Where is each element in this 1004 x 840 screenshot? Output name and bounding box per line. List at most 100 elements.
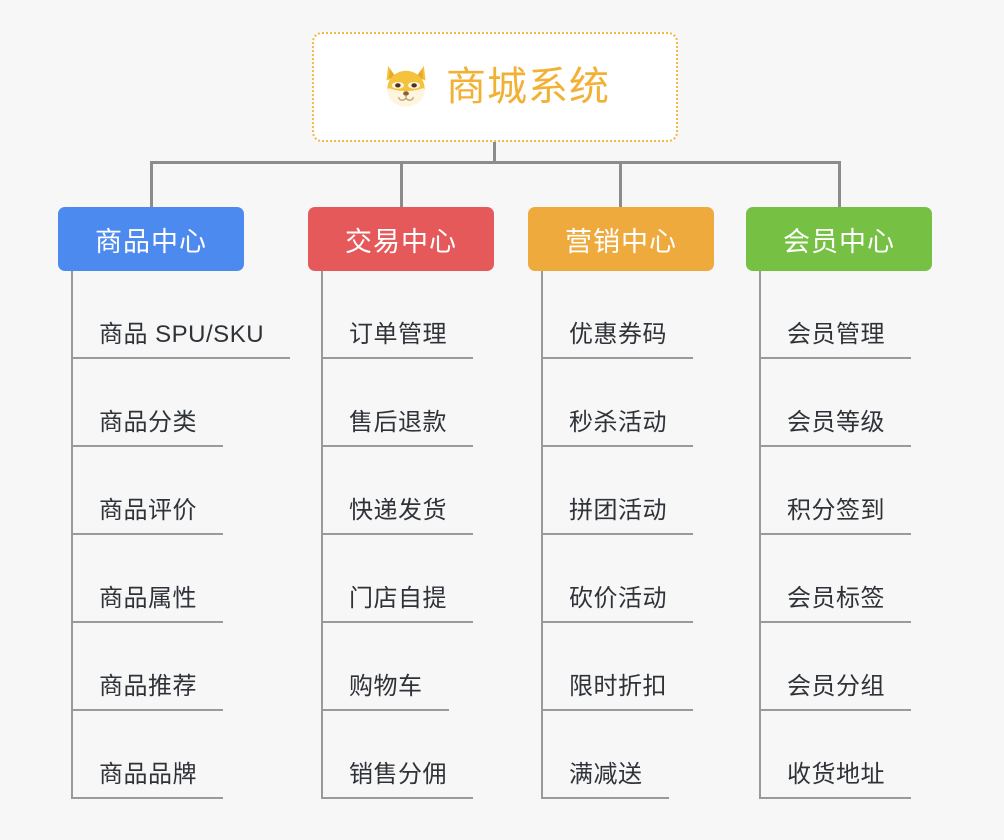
leaf-item[interactable]: 积分签到 bbox=[759, 447, 932, 535]
leaf-item-underline: 售后退款 bbox=[323, 402, 473, 447]
leaf-spine bbox=[759, 271, 761, 799]
leaf-item-label: 商品推荐 bbox=[99, 673, 197, 700]
leaf-item-underline: 门店自提 bbox=[323, 578, 473, 623]
leaf-item-underline: 会员标签 bbox=[761, 578, 911, 623]
leaf-item-label: 收货地址 bbox=[787, 761, 885, 788]
leaf-item[interactable]: 会员管理 bbox=[759, 271, 932, 359]
leaf-item-underline: 满减送 bbox=[543, 754, 669, 799]
leaf-item[interactable]: 商品评价 bbox=[71, 447, 244, 535]
root-title: 商城系统 bbox=[446, 65, 610, 109]
leaf-item-underline: 拼团活动 bbox=[543, 490, 693, 535]
leaf-item[interactable]: 秒杀活动 bbox=[541, 359, 714, 447]
leaf-item-underline: 商品品牌 bbox=[73, 754, 223, 799]
category-label: 商品中心 bbox=[95, 226, 207, 257]
leaf-item[interactable]: 满减送 bbox=[541, 711, 714, 799]
leaf-item[interactable]: 售后退款 bbox=[321, 359, 494, 447]
leaf-list-4: 会员管理会员等级积分签到会员标签会员分组收货地址 bbox=[746, 271, 932, 799]
leaf-item-underline: 销售分佣 bbox=[323, 754, 473, 799]
leaf-item-label: 门店自提 bbox=[349, 585, 447, 612]
category-box-4[interactable]: 会员中心 bbox=[746, 207, 932, 271]
category-box-1[interactable]: 商品中心 bbox=[58, 207, 244, 271]
shiba-dog-face-icon bbox=[386, 65, 426, 109]
leaf-item[interactable]: 优惠券码 bbox=[541, 271, 714, 359]
leaf-item-label: 秒杀活动 bbox=[569, 409, 667, 436]
leaf-item-label: 砍价活动 bbox=[569, 585, 667, 612]
leaf-spine bbox=[321, 271, 323, 799]
category-label: 会员中心 bbox=[783, 226, 895, 257]
connector-drop-3 bbox=[619, 161, 622, 207]
leaf-item[interactable]: 销售分佣 bbox=[321, 711, 494, 799]
leaf-item-label: 快递发货 bbox=[349, 497, 447, 524]
leaf-item-underline: 会员等级 bbox=[761, 402, 911, 447]
leaf-item-underline: 商品 SPU/SKU bbox=[73, 314, 291, 359]
leaf-item-label: 会员标签 bbox=[787, 585, 885, 612]
connector-horizontal-bus bbox=[150, 161, 841, 164]
branch-column-1: 商品中心商品 SPU/SKU 商品分类商品评价商品属性商品推荐商品品牌 bbox=[58, 207, 291, 799]
leaf-item-label: 商品属性 bbox=[99, 585, 197, 612]
leaf-item-label: 优惠券码 bbox=[569, 321, 667, 348]
leaf-item-underline: 优惠券码 bbox=[543, 314, 693, 359]
category-label: 营销中心 bbox=[565, 226, 677, 257]
leaf-item[interactable]: 商品品牌 bbox=[71, 711, 244, 799]
leaf-item-label: 拼团活动 bbox=[569, 497, 667, 524]
leaf-item[interactable]: 拼团活动 bbox=[541, 447, 714, 535]
leaf-item-label: 会员管理 bbox=[787, 321, 885, 348]
leaf-item-underline: 会员分组 bbox=[761, 666, 911, 711]
leaf-item[interactable]: 商品 SPU/SKU bbox=[71, 271, 291, 359]
leaf-item-label: 购物车 bbox=[349, 673, 423, 700]
leaf-item[interactable]: 商品推荐 bbox=[71, 623, 244, 711]
leaf-item[interactable]: 限时折扣 bbox=[541, 623, 714, 711]
leaf-item-underline: 商品分类 bbox=[73, 402, 223, 447]
leaf-item-label: 会员分组 bbox=[787, 673, 885, 700]
leaf-list-2: 订单管理售后退款快递发货门店自提购物车销售分佣 bbox=[308, 271, 494, 799]
leaf-item-label: 订单管理 bbox=[349, 321, 447, 348]
leaf-item[interactable]: 快递发货 bbox=[321, 447, 494, 535]
connector-drop-4 bbox=[838, 161, 841, 207]
category-label: 交易中心 bbox=[345, 226, 457, 257]
branch-column-4: 会员中心会员管理会员等级积分签到会员标签会员分组收货地址 bbox=[746, 207, 932, 799]
category-box-2[interactable]: 交易中心 bbox=[308, 207, 494, 271]
leaf-item-underline: 商品推荐 bbox=[73, 666, 223, 711]
leaf-item-label: 销售分佣 bbox=[349, 761, 447, 788]
leaf-item-underline: 会员管理 bbox=[761, 314, 911, 359]
connector-root-stub bbox=[493, 142, 496, 163]
leaf-item[interactable]: 门店自提 bbox=[321, 535, 494, 623]
leaf-item[interactable]: 会员等级 bbox=[759, 359, 932, 447]
leaf-item-label: 积分签到 bbox=[787, 497, 885, 524]
leaf-item-label: 满减送 bbox=[569, 761, 643, 788]
leaf-item-label: 商品分类 bbox=[99, 409, 197, 436]
leaf-item-underline: 收货地址 bbox=[761, 754, 911, 799]
root-node[interactable]: 商城系统 bbox=[312, 32, 678, 142]
leaf-spine bbox=[541, 271, 543, 799]
leaf-list-1: 商品 SPU/SKU 商品分类商品评价商品属性商品推荐商品品牌 bbox=[58, 271, 291, 799]
leaf-item[interactable]: 订单管理 bbox=[321, 271, 494, 359]
leaf-item-underline: 商品评价 bbox=[73, 490, 223, 535]
leaf-item-underline: 购物车 bbox=[323, 666, 449, 711]
leaf-item-label: 售后退款 bbox=[349, 409, 447, 436]
leaf-item[interactable]: 商品属性 bbox=[71, 535, 244, 623]
leaf-item[interactable]: 会员标签 bbox=[759, 535, 932, 623]
leaf-item[interactable]: 购物车 bbox=[321, 623, 494, 711]
leaf-item-label: 商品 SPU/SKU bbox=[99, 321, 265, 348]
leaf-item[interactable]: 砍价活动 bbox=[541, 535, 714, 623]
leaf-item[interactable]: 商品分类 bbox=[71, 359, 244, 447]
leaf-item-underline: 订单管理 bbox=[323, 314, 473, 359]
leaf-item-label: 商品品牌 bbox=[99, 761, 197, 788]
leaf-item-underline: 限时折扣 bbox=[543, 666, 693, 711]
branch-column-3: 营销中心优惠券码秒杀活动拼团活动砍价活动限时折扣满减送 bbox=[528, 207, 714, 799]
connector-drop-2 bbox=[400, 161, 403, 207]
leaf-list-3: 优惠券码秒杀活动拼团活动砍价活动限时折扣满减送 bbox=[528, 271, 714, 799]
branch-column-2: 交易中心订单管理售后退款快递发货门店自提购物车销售分佣 bbox=[308, 207, 494, 799]
leaf-item-label: 限时折扣 bbox=[569, 673, 667, 700]
leaf-spine bbox=[71, 271, 73, 799]
leaf-item-label: 商品评价 bbox=[99, 497, 197, 524]
leaf-item-underline: 商品属性 bbox=[73, 578, 223, 623]
leaf-item[interactable]: 收货地址 bbox=[759, 711, 932, 799]
leaf-item-underline: 秒杀活动 bbox=[543, 402, 693, 447]
leaf-item[interactable]: 会员分组 bbox=[759, 623, 932, 711]
category-box-3[interactable]: 营销中心 bbox=[528, 207, 714, 271]
leaf-item-label: 会员等级 bbox=[787, 409, 885, 436]
leaf-item-underline: 砍价活动 bbox=[543, 578, 693, 623]
leaf-item-underline: 快递发货 bbox=[323, 490, 473, 535]
